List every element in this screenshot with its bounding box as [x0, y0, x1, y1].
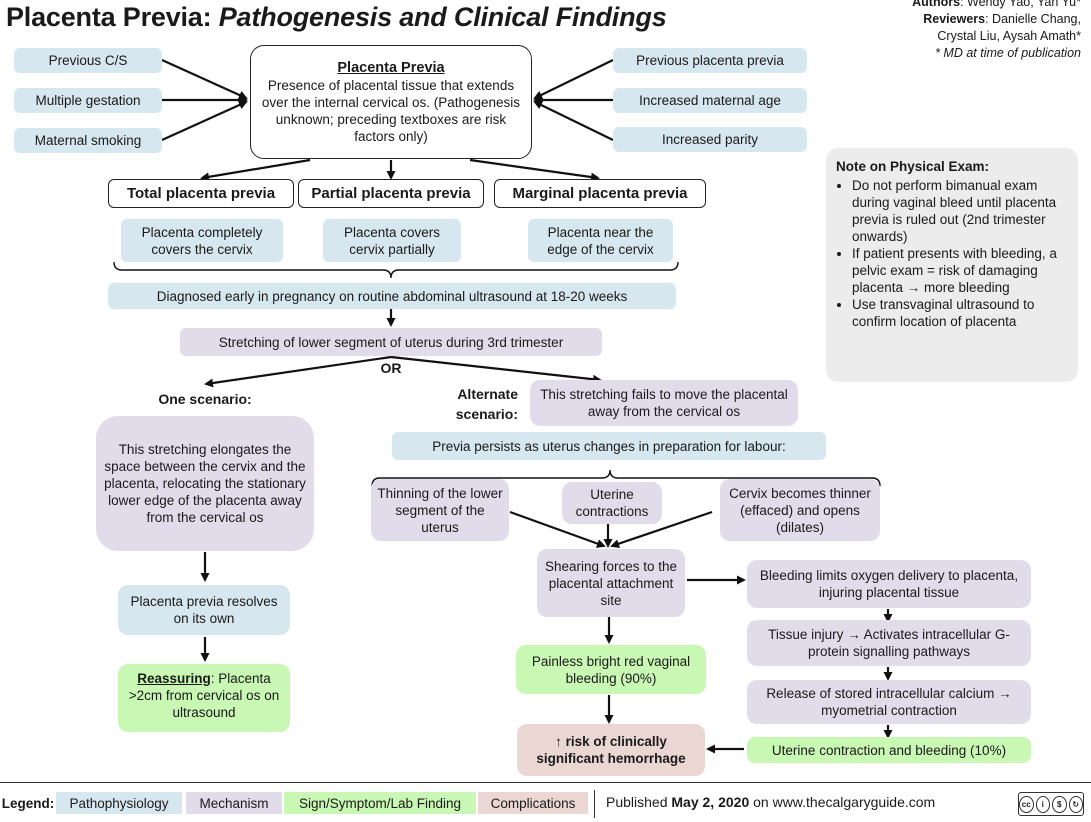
cc-icon: cc	[1019, 795, 1034, 813]
legend-pathophysiology: Pathophysiology	[56, 792, 182, 814]
type-total-desc: Placenta completely covers the cervix	[121, 219, 283, 262]
type-partial-desc: Placenta covers cervix partially	[323, 219, 461, 262]
type-total: Total placenta previa	[108, 179, 294, 208]
definition-heading: Placenta Previa	[337, 59, 445, 76]
risk-previous-placenta-previa: Previous placenta previa	[613, 48, 807, 73]
legend-divider	[594, 790, 595, 818]
reassuring-text: : Placenta >2cm from cervical os on ultr…	[128, 671, 280, 720]
reviewers-line2: Crystal Liu, Aysah Amath*	[937, 29, 1081, 43]
alt-label-line2: scenario:	[455, 406, 518, 422]
type-marginal: Marginal placenta previa	[494, 179, 706, 208]
nc-icon: $	[1052, 795, 1067, 813]
definition-text: Presence of placental tissue that extend…	[261, 77, 521, 144]
alt-label-line1: Alternate	[457, 386, 518, 402]
risk-increased-parity: Increased parity	[613, 127, 807, 152]
risk-maternal-smoking: Maternal smoking	[14, 128, 162, 153]
title-subtitle: Pathogenesis and Clinical Findings	[218, 2, 667, 32]
hemorrhage-risk: ↑ risk of clinically significant hemorrh…	[517, 724, 705, 776]
note-bullet-transvaginal: Use transvaginal ultrasound to confirm l…	[852, 296, 1068, 330]
reassuring-label: Reassuring	[137, 671, 211, 686]
one-scenario-label: One scenario:	[158, 390, 252, 407]
legend-mechanism: Mechanism	[186, 792, 282, 814]
bleeding-limits-oxygen: Bleeding limits oxygen delivery to place…	[747, 560, 1031, 608]
published-prefix: Published	[606, 794, 668, 810]
type-partial: Partial placenta previa	[298, 179, 484, 208]
alt-scenario-text: This stretching fails to move the placen…	[530, 380, 798, 426]
diagnosed-ultrasound: Diagnosed early in pregnancy on routine …	[108, 283, 676, 309]
tissue-injury: Tissue injury → Activates intracellular …	[747, 620, 1031, 666]
note-bullet-bimanual: Do not perform bimanual exam during vagi…	[852, 177, 1068, 245]
one-scenario-text: This stretching elongates the space betw…	[96, 416, 314, 551]
uterine-contractions: Uterine contractions	[562, 482, 662, 524]
published-date: May 2, 2020	[671, 794, 750, 810]
physical-exam-note: Note on Physical Exam: Do not perform bi…	[826, 148, 1078, 382]
published-site: on www.thecalgaryguide.com	[753, 794, 936, 810]
calcium-release: Release of stored intracellular calcium …	[747, 680, 1031, 724]
reviewers-names: : Danielle Chang,	[985, 12, 1081, 26]
footer-divider	[0, 782, 1091, 783]
risk-multiple-gestation: Multiple gestation	[14, 88, 162, 113]
alt-scenario-label: Alternate scenario:	[440, 384, 518, 424]
or-label: OR	[380, 359, 402, 376]
stretching-lower-segment: Stretching of lower segment of uterus du…	[180, 328, 602, 356]
title-main: Placenta Previa:	[6, 2, 212, 32]
stretching-text: Stretching of lower segment of uterus du…	[218, 334, 564, 350]
md-note: * MD at time of publication	[935, 46, 1081, 60]
authors-block: Authors: Wendy Yao, Yan Yu* Reviewers: D…	[912, 0, 1081, 62]
placenta-previa-definition: Placenta Previa Presence of placental ti…	[250, 45, 532, 159]
thinning-lower-segment: Thinning of the lower segment of the ute…	[371, 479, 509, 541]
creative-commons-license-icon: cc i $ ↻	[1018, 792, 1084, 816]
published-line: Published May 2, 2020 on www.thecalgaryg…	[606, 794, 935, 810]
shearing-forces: Shearing forces to the placental attachm…	[537, 549, 685, 617]
cervix-effaced-dilates: Cervix becomes thinner (effaced) and ope…	[720, 479, 880, 541]
reviewers-label: Reviewers	[923, 12, 986, 26]
page-title: Placenta Previa: Pathogenesis and Clinic…	[6, 2, 667, 33]
legend-complications: Complications	[478, 792, 588, 814]
risk-previous-cs: Previous C/S	[14, 48, 162, 73]
legend: Legend: Pathophysiology Mechanism Sign/S…	[0, 782, 1091, 822]
legend-sign-symptom: Sign/Symptom/Lab Finding	[284, 792, 476, 814]
note-bullet-pelvic-exam: If patient presents with bleeding, a pel…	[852, 245, 1068, 296]
risk-increased-maternal-age: Increased maternal age	[613, 88, 807, 113]
legend-label: Legend:	[1, 795, 55, 811]
reassuring-finding: Reassuring: Placenta >2cm from cervical …	[118, 664, 290, 732]
painless-bleeding: Painless bright red vaginal bleeding (90…	[516, 645, 706, 694]
type-marginal-desc: Placenta near the edge of the cervix	[528, 219, 673, 262]
authors-label: Authors	[912, 0, 961, 9]
previa-resolves: Placenta previa resolves on its own	[118, 585, 290, 635]
by-icon: i	[1035, 795, 1050, 813]
uterine-contraction-bleeding: Uterine contraction and bleeding (10%)	[747, 737, 1031, 763]
note-title: Note on Physical Exam:	[836, 159, 990, 174]
sa-icon: ↻	[1068, 795, 1083, 813]
authors-names: : Wendy Yao, Yan Yu*	[960, 0, 1081, 9]
previa-persists: Previa persists as uterus changes in pre…	[392, 432, 826, 460]
